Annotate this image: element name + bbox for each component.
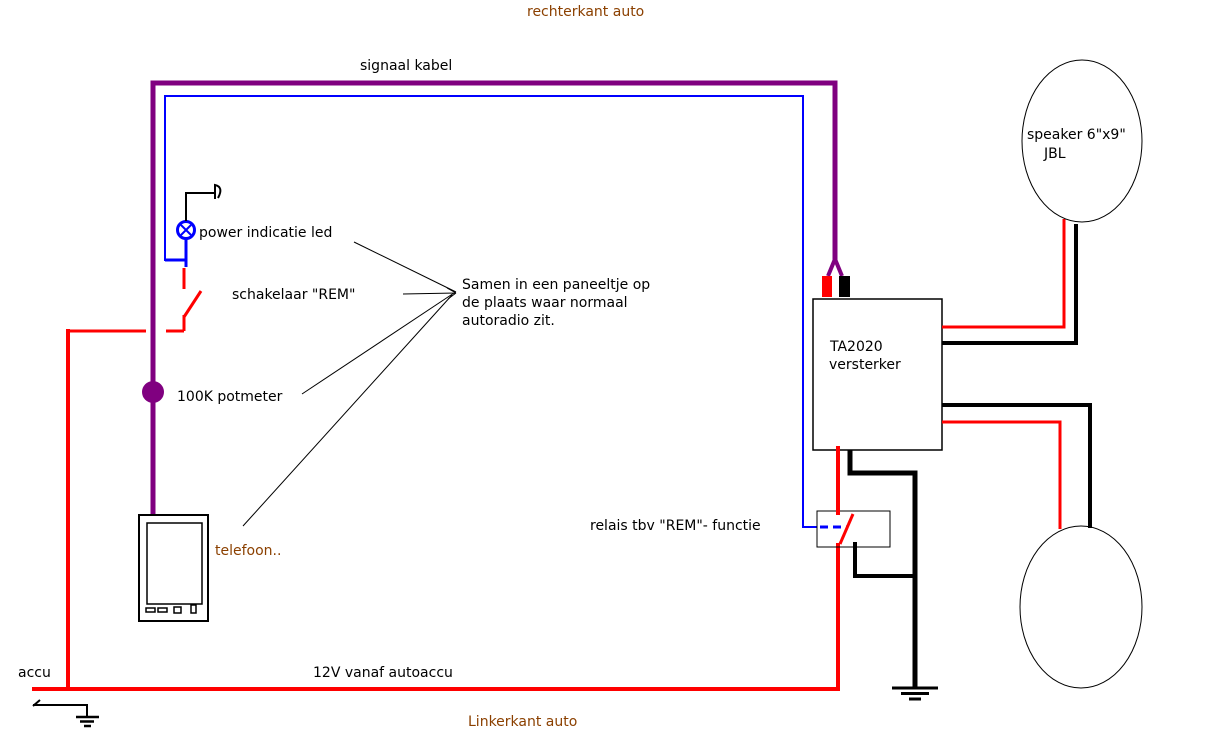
amp-terminal-red [822,276,832,297]
led-ground-wire [185,192,214,221]
amp-ground-wire [847,450,918,688]
pointer-from-potmeter [301,292,455,395]
phone-body [138,514,209,622]
bottom-caption-label: Linkerkant auto [468,714,577,730]
power-led-symbol [165,183,222,267]
amplifier-label-line1: TA2020 [829,339,883,355]
led-cross-icon [180,224,192,236]
rem-switch-symbol [166,268,203,333]
signal-cable-label: signaal kabel [360,58,452,74]
relay-switch-blade [838,513,855,545]
relay-ground-wire [853,542,913,578]
potmeter-dot-icon [142,381,164,403]
amplifier-box [812,276,943,451]
speaker1-ellipse [1021,59,1143,223]
speakers [1019,59,1143,689]
panel-note-line2: de plaats waar normaal [462,295,628,311]
battery-label: accu [18,665,51,681]
ground-wiring-right [847,450,938,701]
speaker2-black-wire [942,403,1092,528]
speaker2-ellipse [1019,525,1143,689]
panel-note-line3: autoradio zit. [462,313,555,329]
panel-note-line1: Samen in een paneeltje op [462,277,650,293]
phone-symbol [138,514,209,622]
phone-label: telefoon.. [215,543,281,559]
speaker1-red-wire [942,219,1066,329]
amp-terminal-black [839,276,850,297]
chassis-ground-hook-icon [214,183,222,199]
led-circle-icon [176,220,196,240]
pointer-from-led [353,241,457,293]
led-lower-wire [165,239,188,267]
amplifier-label-line2: versterker [829,357,901,373]
battery-power-wiring [32,329,840,691]
switch-bottom-lead [166,315,186,333]
phone-screen [146,522,203,605]
speaker-wiring [942,219,1092,529]
supply-label: 12V vanaf autoaccu [313,665,453,681]
relay-label: relais tbv "REM"- functie [590,518,761,534]
top-caption-label: rechterkant auto [527,4,644,20]
signal-cable-purple-wire [150,80,844,515]
amplifier-outline [812,298,943,451]
purple-cable-fork [826,258,844,277]
battery-ground [32,699,99,728]
speaker-label-line2: JBL [1043,146,1066,162]
relay-box [816,446,891,548]
rem-switch-label: schakelaar "REM" [232,287,355,303]
phone-button-3 [173,606,182,614]
blue-wire-run [164,95,817,528]
speaker2-red-wire [942,420,1062,529]
switch-blade [182,290,203,318]
speaker1-black-wire [942,224,1078,345]
speaker-label-line1: speaker 6"x9" [1027,127,1126,143]
ground-symbol-left-icon [76,715,99,728]
signal-wire-blue [164,95,847,529]
pointer-from-phone [242,294,453,527]
potmeter-label: 100K potmeter [177,389,283,405]
phone-button-4 [190,604,197,614]
purple-cable-run [150,80,838,515]
panel-note-pointers [242,241,457,527]
ground-symbol-right-icon [892,686,938,701]
power-led-label: power indicatie led [199,225,332,241]
phone-button-2 [157,607,168,613]
phone-button-1 [145,607,156,613]
battery-ground-lead [32,699,88,717]
